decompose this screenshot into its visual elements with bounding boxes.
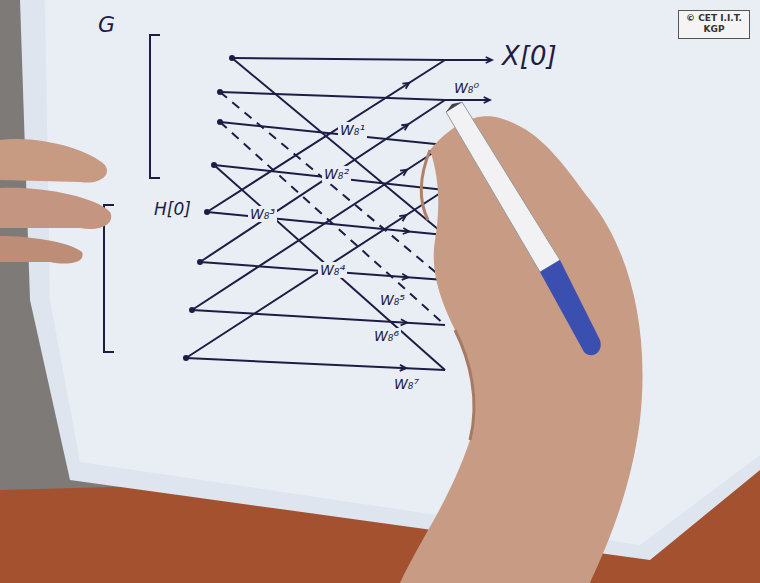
butterfly-line	[214, 165, 445, 190]
twiddle-factor: W₈⁴	[318, 262, 347, 278]
input-node-dot	[217, 119, 223, 125]
butterfly-line	[186, 190, 445, 358]
arrow-head	[400, 365, 406, 371]
arrow-head	[484, 97, 490, 103]
twiddle-factor: W₈⁷	[392, 376, 421, 392]
twiddle-factor: W₈¹	[338, 122, 367, 138]
group-bracket	[104, 205, 114, 352]
arrow-head	[400, 170, 407, 176]
butterfly-line	[445, 59, 492, 61]
watermark-text: © CET I.I.T. KGP	[684, 13, 744, 36]
group-bracket	[150, 35, 160, 178]
pen	[446, 102, 601, 355]
twiddle-factor: W₈⁶	[372, 328, 401, 344]
arrow-head	[402, 274, 409, 280]
butterfly-line	[220, 122, 445, 325]
input-label: H[0]	[152, 200, 193, 220]
input-node-dot	[217, 89, 223, 95]
paper-sheet-back	[20, 0, 760, 560]
output-label: X[0]	[500, 42, 559, 72]
arrow-head	[399, 215, 406, 221]
twiddle-factor: W₈³	[248, 206, 277, 222]
arrow-head	[401, 124, 408, 130]
arrow-head	[486, 57, 492, 63]
input-node-dot	[204, 209, 210, 215]
butterfly-line	[192, 145, 445, 310]
butterfly-line	[220, 92, 445, 100]
arrow-head	[403, 228, 410, 234]
input-node-dot	[229, 55, 235, 61]
twiddle-factor: W₈⁰	[452, 80, 481, 96]
butterfly-line	[220, 92, 445, 280]
arrow-head	[402, 83, 409, 89]
paper-sheet	[45, 0, 760, 545]
watermark-box: © CET I.I.T. KGP	[678, 10, 750, 39]
butterfly-line	[200, 262, 445, 280]
twiddle-factor: W₈²	[322, 166, 351, 182]
input-node-dot	[197, 259, 203, 265]
butterfly-line	[207, 212, 445, 235]
input-node-dot	[183, 355, 189, 361]
twiddle-factor: W₈⁵	[378, 292, 407, 308]
butterfly-line	[214, 165, 445, 370]
input-node-dot	[189, 307, 195, 313]
butterfly-line	[445, 99, 490, 101]
butterfly-line	[186, 358, 445, 370]
input-node-dot	[211, 162, 217, 168]
butterfly-line	[232, 58, 445, 60]
butterfly-line	[192, 310, 445, 325]
arrow-head	[401, 319, 407, 325]
butterfly-line	[232, 58, 445, 235]
right-hand	[400, 116, 643, 583]
group-label: G	[96, 12, 117, 37]
butterfly-line	[200, 100, 445, 262]
left-hand	[0, 139, 111, 264]
